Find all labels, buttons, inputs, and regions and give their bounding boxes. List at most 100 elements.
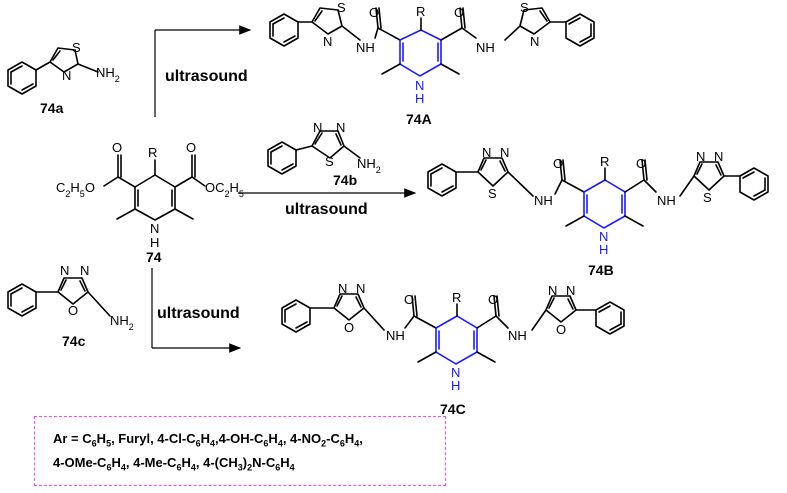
note-line-1-part: 4 bbox=[277, 438, 283, 449]
note-line-2-part: N-C bbox=[252, 455, 276, 470]
atom-s-74a-left: S bbox=[337, 0, 346, 15]
label-74B: 74B bbox=[588, 262, 614, 278]
note-line-1-part: H bbox=[344, 431, 355, 446]
ethoxy-left: C2H5O bbox=[56, 180, 95, 199]
note-line-2-part: 6 bbox=[176, 462, 182, 473]
atom-n2-74b-left: N bbox=[500, 145, 509, 160]
atom-n-74c-ring: N bbox=[451, 365, 460, 380]
note-line-1-part: ,4-OH-C bbox=[215, 431, 264, 446]
atom-n-74b-ring: N bbox=[599, 229, 608, 244]
atom-n1-74c-left: N bbox=[338, 281, 347, 296]
atom-n1-74c: N bbox=[60, 263, 69, 278]
atom-o-74b-right: O bbox=[636, 156, 646, 171]
atom-o-74-right: O bbox=[186, 140, 196, 155]
atom-r-74c: R bbox=[452, 290, 461, 305]
atom-h-74b-ring: H bbox=[599, 242, 608, 257]
condition-ultrasound-b: ultrasound bbox=[285, 201, 368, 218]
substituent-line-1: Ar = C6H5, Furyl, 4-Cl-C6H4,4-OH-C6H4, 4… bbox=[53, 431, 363, 449]
note-line-2-part: H bbox=[111, 455, 121, 470]
atom-nh-74a-left: NH bbox=[356, 40, 375, 55]
note-line-2-part: 4 bbox=[190, 462, 196, 473]
note-line-1-part: 4 bbox=[354, 438, 360, 449]
nh2-74a: NH2 bbox=[96, 65, 120, 84]
product-74a-structure bbox=[269, 7, 595, 77]
atom-n1-74b-right: N bbox=[696, 149, 705, 164]
label-74c: 74c bbox=[62, 333, 86, 349]
atom-nh-74b-left: NH bbox=[534, 193, 553, 208]
atom-n-74a-left: N bbox=[323, 34, 332, 49]
atom-o-74c-right: O bbox=[488, 292, 498, 307]
atom-r-74: R bbox=[148, 145, 157, 160]
atom-n1-74b: N bbox=[313, 120, 322, 135]
atom-n-74a: N bbox=[62, 68, 71, 83]
label-74: 74 bbox=[146, 249, 162, 265]
atom-nh-74c-right: NH bbox=[508, 328, 527, 343]
label-74C: 74C bbox=[440, 401, 466, 417]
reagent-74c-structure bbox=[7, 277, 111, 317]
note-line-1-part: H bbox=[96, 431, 107, 446]
atom-n1-74c-right: N bbox=[548, 283, 557, 298]
note-line-1-part: 6 bbox=[195, 438, 201, 449]
note-line-2-part: 4 bbox=[120, 462, 126, 473]
atom-nh-74a-right: NH bbox=[476, 40, 495, 55]
note-line-2-part: 4-OMe-C bbox=[53, 455, 107, 470]
arrow-to-74c bbox=[151, 268, 242, 353]
note-line-1-part: 5 bbox=[106, 438, 112, 449]
note-line-1-part: H bbox=[268, 431, 278, 446]
note-line-2-part: 3 bbox=[237, 462, 243, 473]
atom-s-74b-left: S bbox=[488, 186, 497, 201]
note-line-2-part: 4 bbox=[289, 462, 295, 473]
label-74a: 74a bbox=[40, 100, 64, 116]
note-line-2-part: 6 bbox=[106, 462, 112, 473]
atom-h-74a-ring: H bbox=[415, 91, 424, 106]
atom-s-74a: S bbox=[72, 40, 81, 55]
arrow-to-74a bbox=[154, 25, 252, 117]
atom-s-74b: S bbox=[325, 154, 334, 169]
atom-s-74b-right: S bbox=[703, 190, 712, 205]
reagent-74a-structure bbox=[7, 47, 99, 95]
note-line-1-part: 6 bbox=[91, 438, 97, 449]
atom-n2-74c-right: N bbox=[566, 283, 575, 298]
note-line-2-part: H bbox=[280, 455, 290, 470]
atom-o-74a-left: O bbox=[369, 5, 379, 20]
atom-n2-74c-left: N bbox=[356, 281, 365, 296]
condition-ultrasound-c: ultrasound bbox=[157, 305, 240, 322]
substituent-line-2: 4-OMe-C6H4, 4-Me-C6H4, 4-(CH3)2N-C6H4 bbox=[53, 455, 295, 473]
atom-h-74c-ring: H bbox=[451, 378, 460, 393]
atom-nh-74c-left: NH bbox=[386, 328, 405, 343]
atom-n2-74b-right: N bbox=[714, 149, 723, 164]
atom-nh-74-n: N bbox=[150, 221, 159, 236]
atom-n-74a-right: N bbox=[530, 34, 539, 49]
note-line-1-part: Ar = C bbox=[53, 431, 92, 446]
note-line-1-part: , Furyl, 4-Cl-C bbox=[111, 431, 196, 446]
atom-o-74b-left: O bbox=[553, 156, 563, 171]
note-line-1-part: 4 bbox=[210, 438, 216, 449]
reagent-74b-structure bbox=[267, 130, 361, 175]
atom-o-74-left: O bbox=[112, 140, 122, 155]
atom-o-74c: O bbox=[68, 303, 78, 318]
label-74b: 74b bbox=[333, 172, 357, 188]
atom-o-74c-right-ring: O bbox=[556, 322, 566, 337]
atom-nh-74b-right: NH bbox=[657, 193, 676, 208]
note-line-2-part: H bbox=[181, 455, 191, 470]
atom-o-74c-left: O bbox=[404, 292, 414, 307]
note-line-1-part: , bbox=[359, 431, 363, 446]
note-line-1-part: 2 bbox=[321, 438, 327, 449]
note-line-2-part: 6 bbox=[275, 462, 281, 473]
atom-n1-74b-left: N bbox=[482, 145, 491, 160]
atom-s-74a-right: S bbox=[520, 0, 529, 15]
condition-ultrasound-a: ultrasound bbox=[165, 68, 248, 85]
nh2-74c: NH2 bbox=[110, 313, 134, 332]
nh2-74b: NH2 bbox=[357, 156, 381, 175]
note-line-1-part: -C bbox=[326, 431, 340, 446]
atom-r-74b: R bbox=[600, 154, 609, 169]
note-line-2-part: ) bbox=[242, 455, 248, 470]
label-74A: 74A bbox=[406, 111, 432, 127]
atom-n2-74c: N bbox=[80, 263, 89, 278]
compound-74-structure bbox=[103, 154, 206, 221]
note-line-1-part: , 4-NO bbox=[282, 431, 322, 446]
note-line-1-part: H bbox=[200, 431, 210, 446]
note-line-2-part: 2 bbox=[247, 462, 253, 473]
